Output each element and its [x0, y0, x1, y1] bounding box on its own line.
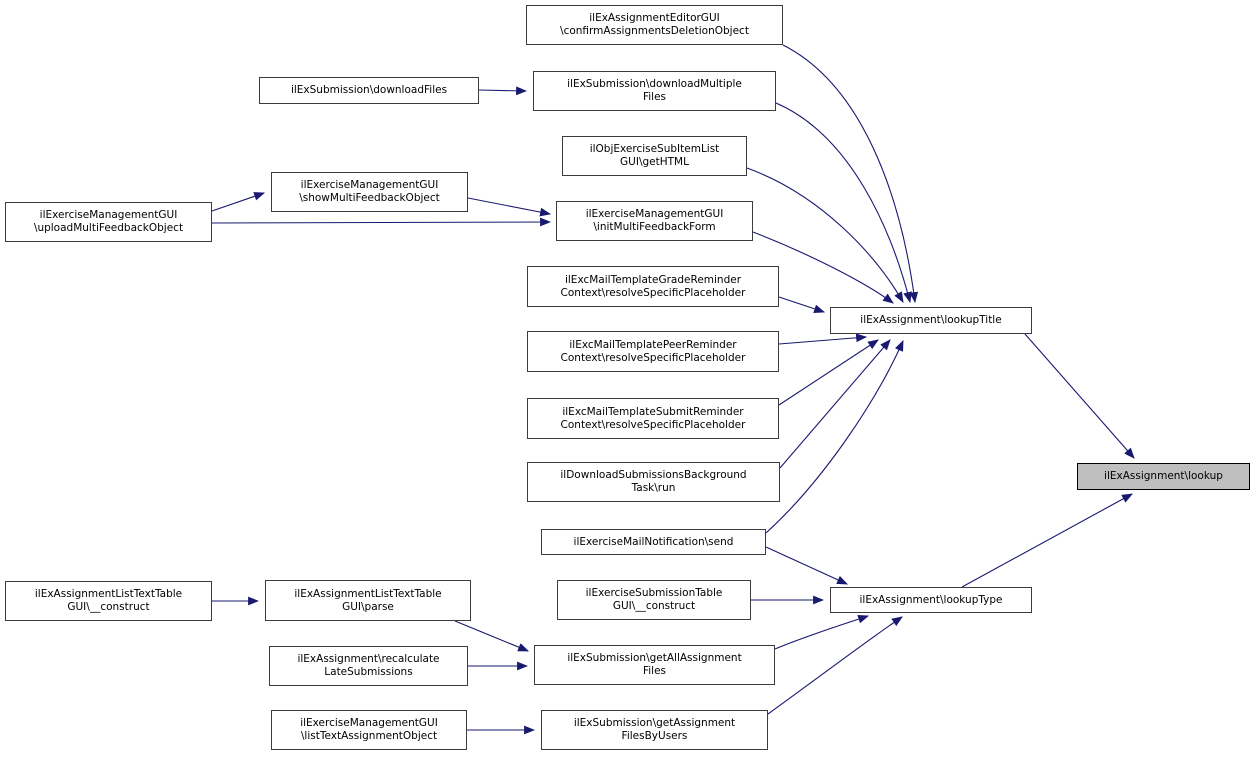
edge-download-multiple-to-lookup-title	[775, 102, 912, 304]
node-lookup-type[interactable]: ilExAssignment\lookupType	[830, 587, 1032, 613]
edge-submit-reminder-to-lookup-title	[778, 339, 879, 406]
node-confirm-assignments-deletion-object[interactable]: ilExAssignmentEditorGUI \confirmAssignme…	[526, 5, 783, 45]
edge-confirm-deletion-to-lookup-title	[782, 44, 919, 304]
node-get-all-assignment-files[interactable]: ilExSubmission\getAllAssignment Files	[534, 645, 775, 685]
node-label: ilExcMailTemplateSubmitReminder Context\…	[560, 405, 746, 431]
node-label: ilExcMailTemplateGradeReminder Context\r…	[560, 273, 746, 299]
node-lookup-focus: ilExAssignment\lookup	[1077, 463, 1250, 490]
node-label: ilDownloadSubmissionsBackground Task\run	[560, 469, 747, 494]
node-lookup-title[interactable]: ilExAssignment\lookupTitle	[830, 307, 1032, 334]
node-label: ilExerciseManagementGUI \showMultiFeedba…	[299, 179, 440, 204]
node-grade-reminder-resolve-placeholder[interactable]: ilExcMailTemplateGradeReminder Context\r…	[527, 266, 779, 307]
node-submission-table-construct[interactable]: ilExerciseSubmissionTable GUI\__construc…	[557, 580, 751, 620]
node-label: ilExerciseSubmissionTable GUI\__construc…	[585, 587, 723, 612]
edge-upload-multi-feedback-to-init-multi-feedback	[211, 217, 552, 227]
node-label: ilExSubmission\downloadMultiple Files	[567, 78, 742, 103]
node-download-multiple-files[interactable]: ilExSubmission\downloadMultiple Files	[533, 71, 776, 111]
node-sub-item-list-get-html[interactable]: ilObjExerciseSubItemList GUI\getHTML	[562, 136, 747, 176]
edge-init-multi-feedback-to-lookup-title	[752, 231, 894, 304]
node-label: ilExAssignment\lookupTitle	[860, 314, 1002, 326]
edge-download-files-to-download-multiple	[478, 86, 528, 96]
node-label: ilExSubmission\getAssignment FilesByUser…	[573, 717, 736, 742]
node-label: ilExAssignment\lookup	[1104, 470, 1223, 482]
node-label: ilExerciseManagementGUI \listTextAssignm…	[300, 717, 438, 742]
node-download-submissions-background-task-run[interactable]: ilDownloadSubmissionsBackground Task\run	[527, 462, 780, 502]
node-list-text-table-construct[interactable]: ilExAssignmentListTextTable GUI\__constr…	[5, 581, 212, 621]
edge-background-run-to-lookup-title	[779, 339, 891, 469]
edge-mail-send-to-lookup-type	[765, 546, 849, 585]
node-label: ilExAssignmentEditorGUI \confirmAssignme…	[560, 12, 749, 37]
node-label: ilExAssignmentListTextTable GUI\parse	[294, 587, 442, 613]
node-peer-reminder-resolve-placeholder[interactable]: ilExcMailTemplatePeerReminder Context\re…	[527, 331, 779, 372]
node-label: ilExAssignment\recalculate LateSubmissio…	[297, 653, 440, 678]
node-label: ilExcMailTemplatePeerReminder Context\re…	[560, 338, 746, 364]
node-show-multi-feedback-object[interactable]: ilExerciseManagementGUI \showMultiFeedba…	[271, 172, 468, 212]
node-download-files[interactable]: ilExSubmission\downloadFiles	[259, 77, 479, 104]
node-submit-reminder-resolve-placeholder[interactable]: ilExcMailTemplateSubmitReminder Context\…	[527, 398, 779, 439]
edge-get-all-files-to-lookup-type	[774, 614, 870, 650]
node-list-text-assignment-object[interactable]: ilExerciseManagementGUI \listTextAssignm…	[271, 710, 467, 750]
node-label: ilExSubmission\downloadFiles	[290, 84, 448, 96]
node-get-assignment-files-by-users[interactable]: ilExSubmission\getAssignment FilesByUser…	[541, 710, 768, 750]
node-init-multi-feedback-form[interactable]: ilExerciseManagementGUI \initMultiFeedba…	[556, 201, 753, 241]
edge-peer-reminder-to-lookup-title	[778, 333, 868, 345]
node-label: ilExSubmission\getAllAssignment Files	[567, 652, 742, 677]
node-exercise-mail-notification-send[interactable]: ilExerciseMailNotification\send	[541, 529, 766, 555]
node-list-text-table-parse[interactable]: ilExAssignmentListTextTable GUI\parse	[265, 580, 471, 621]
edge-upload-multi-feedback-to-show-multi-feedback	[211, 192, 266, 212]
edge-lookup-title-to-lookup	[1024, 333, 1135, 459]
edge-grade-reminder-to-lookup-title	[778, 296, 826, 314]
node-label: ilExAssignmentListTextTable GUI\__constr…	[34, 588, 183, 613]
edge-show-multi-feedback-to-init-multi-feedback	[467, 197, 552, 217]
node-upload-multi-feedback-object[interactable]: ilExerciseManagementGUI \uploadMultiFeed…	[5, 202, 212, 242]
node-label: ilExAssignment\lookupType	[859, 593, 1003, 606]
edge-parse-to-get-all-files	[454, 620, 530, 652]
node-label: ilExerciseMailNotification\send	[573, 535, 734, 548]
edge-get-files-by-users-to-lookup-type	[767, 616, 903, 715]
node-label: ilExerciseManagementGUI \initMultiFeedba…	[585, 208, 724, 233]
edge-mail-send-to-lookup-title	[765, 339, 904, 534]
node-recalculate-late-submissions[interactable]: ilExAssignment\recalculate LateSubmissio…	[269, 646, 468, 686]
edge-lookup-type-to-lookup	[961, 493, 1133, 588]
node-label: ilExerciseManagementGUI \uploadMultiFeed…	[33, 209, 184, 234]
edge-get-html-to-lookup-title	[746, 167, 904, 303]
node-label: ilObjExerciseSubItemList GUI\getHTML	[589, 143, 720, 168]
